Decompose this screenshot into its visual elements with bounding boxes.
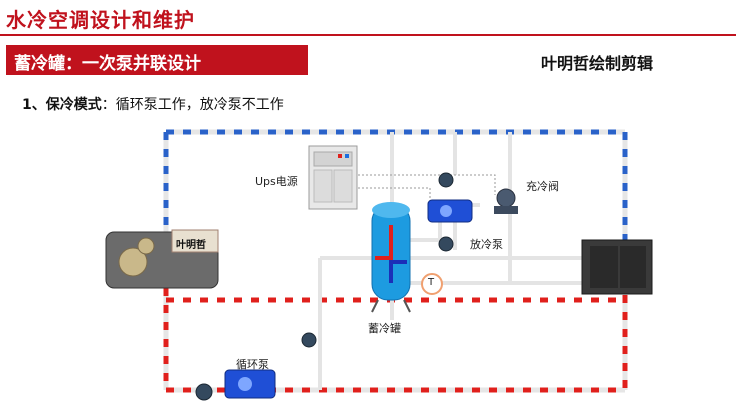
air-handler bbox=[581, 239, 653, 295]
discharge-pump-label: 放冷泵 bbox=[470, 238, 503, 251]
section-banner bbox=[6, 45, 308, 75]
ups-label: Ups电源 bbox=[255, 175, 298, 188]
title-divider bbox=[0, 34, 736, 36]
mode-text: 循环泵工作，放冷泵不工作 bbox=[115, 97, 284, 113]
mode-description: 1、保冷模式：循环泵工作，放冷泵不工作 bbox=[22, 94, 284, 114]
charge-valve bbox=[494, 188, 518, 214]
discharge-valve-top bbox=[438, 172, 454, 188]
charge-valve-label: 充冷阀 bbox=[526, 180, 559, 193]
ups-cabinet bbox=[308, 145, 358, 210]
inner-pipes bbox=[318, 132, 625, 390]
circulation-pump bbox=[224, 369, 276, 399]
mode-prefix: 1、 bbox=[22, 97, 46, 113]
chiller bbox=[105, 229, 219, 289]
mode-name: 保冷模式 bbox=[45, 97, 102, 113]
chiller-brand-label: 叶明哲 bbox=[176, 240, 206, 251]
main-title: 水冷空调设计和维护 bbox=[6, 8, 195, 32]
author-credit: 叶明哲绘制剪辑 bbox=[541, 54, 654, 73]
control-wiring bbox=[350, 174, 496, 205]
circulation-pump-label: 循环泵 bbox=[236, 358, 269, 371]
storage-tank bbox=[371, 202, 411, 313]
discharge-pump bbox=[427, 199, 473, 223]
tank-label: 蓄冷罐 bbox=[368, 322, 401, 335]
circulation-valve-left bbox=[195, 383, 213, 401]
discharge-valve-bottom bbox=[438, 236, 454, 252]
thermometer-label: T bbox=[428, 277, 435, 288]
circulation-valve-upper bbox=[301, 332, 317, 348]
section-title: 蓄冷罐：一次泵并联设计 bbox=[14, 54, 201, 74]
mode-separator: ： bbox=[101, 97, 116, 113]
thermometer bbox=[421, 273, 443, 295]
